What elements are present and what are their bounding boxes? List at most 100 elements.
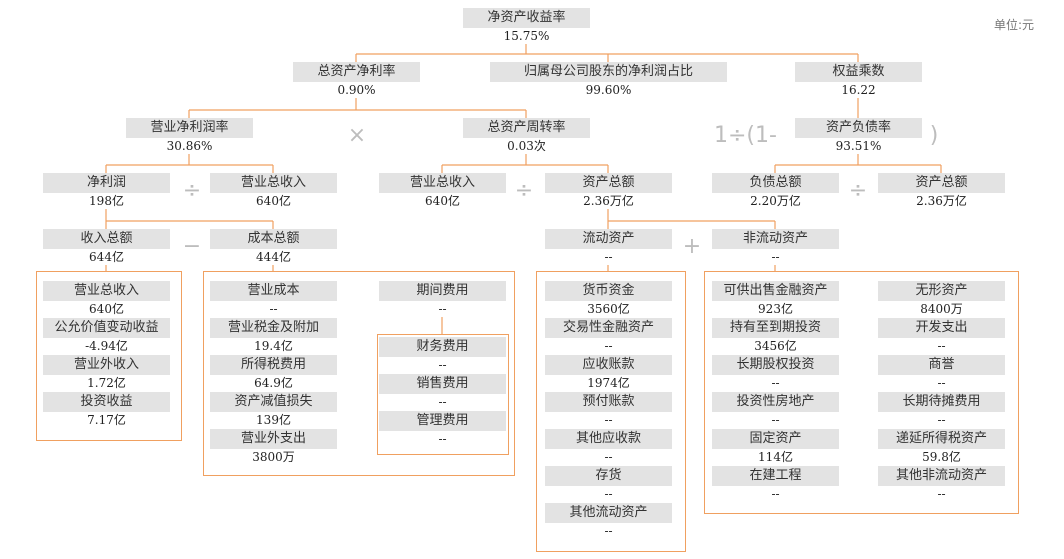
node-ca-prepaid: 预付账款--	[545, 392, 672, 428]
node-inc-invest-value: 7.17亿	[43, 412, 170, 428]
node-op-margin-label: 营业净利润率	[126, 118, 253, 138]
node-cost-impair-label: 资产减值损失	[210, 392, 337, 412]
unit-label: 单位:元	[994, 18, 1035, 32]
node-noncurrent-assets-label: 非流动资产	[712, 229, 839, 249]
node-nca-lteq-label: 长期股权投资	[712, 355, 839, 375]
node-cost-tax-label: 营业税金及附加	[210, 318, 337, 338]
noncurrent-assets-frame	[704, 271, 1019, 514]
node-ca-inventory-value: --	[545, 486, 672, 502]
node-income-total-value: 644亿	[43, 249, 170, 265]
node-nca-dev: 开发支出--	[878, 318, 1005, 354]
node-noncurrent-assets-value: --	[712, 249, 839, 265]
node-current-assets: 流动资产--	[545, 229, 672, 265]
node-ca-trading-value: --	[545, 338, 672, 354]
node-turnover-value: 0.03次	[463, 138, 590, 154]
node-roa-value: 0.90%	[293, 82, 420, 98]
node-sales-exp: 销售费用--	[379, 374, 506, 410]
node-cost-op-label: 营业成本	[210, 281, 337, 301]
node-fin-exp: 财务费用--	[379, 337, 506, 373]
node-ca-prepaid-value: --	[545, 412, 672, 428]
node-nca-invprop-label: 投资性房地产	[712, 392, 839, 412]
node-nca-goodwill: 商誉--	[878, 355, 1005, 391]
node-assets-b-label: 资产总额	[878, 173, 1005, 193]
node-nca-htm-value: 3456亿	[712, 338, 839, 354]
node-liab-total-value: 2.20万亿	[712, 193, 839, 209]
node-nca-fixed-label: 固定资产	[712, 429, 839, 449]
node-cost-tax-value: 19.4亿	[210, 338, 337, 354]
node-ca-receivable-label: 应收账款	[545, 355, 672, 375]
node-ca-inventory: 存货--	[545, 466, 672, 502]
node-nca-goodwill-label: 商誉	[878, 355, 1005, 375]
node-roe-label: 净资产收益率	[463, 8, 590, 28]
node-ca-other-recv: 其他应收款--	[545, 429, 672, 465]
cost-items-frame	[203, 271, 515, 476]
node-sales-exp-label: 销售费用	[379, 374, 506, 394]
node-period-exp: 期间费用--	[379, 281, 506, 317]
node-roe-value: 15.75%	[463, 28, 590, 44]
node-assets-b-value: 2.36万亿	[878, 193, 1005, 209]
node-ca-trading-label: 交易性金融资产	[545, 318, 672, 338]
node-fin-exp-label: 财务费用	[379, 337, 506, 357]
node-period-exp-label: 期间费用	[379, 281, 506, 301]
node-period-exp-value: --	[379, 301, 506, 317]
node-roa-label: 总资产净利率	[293, 62, 420, 82]
node-nca-intang-label: 无形资产	[878, 281, 1005, 301]
node-nca-lteq-value: --	[712, 375, 839, 391]
node-nca-dev-label: 开发支出	[878, 318, 1005, 338]
node-inc-fv-value: -4.94亿	[43, 338, 170, 354]
node-admin-exp-value: --	[379, 431, 506, 447]
divide-operator-debt: ÷	[848, 178, 868, 203]
minus-operator: −	[182, 234, 202, 259]
node-nca-ltpre-label: 长期待摊费用	[878, 392, 1005, 412]
node-nca-intang-value: 8400万	[878, 301, 1005, 317]
node-net-profit-value: 198亿	[43, 193, 170, 209]
node-net-profit-label: 净利润	[43, 173, 170, 193]
node-inc-nonop-label: 营业外收入	[43, 355, 170, 375]
node-parent-share-label: 归属母公司股东的净利润占比	[490, 62, 727, 82]
node-inc-fv: 公允价值变动收益-4.94亿	[43, 318, 170, 354]
node-admin-exp: 管理费用--	[379, 411, 506, 447]
node-ca-prepaid-label: 预付账款	[545, 392, 672, 412]
node-cost-income-tax-value: 64.9亿	[210, 375, 337, 391]
node-nca-cip: 在建工程--	[712, 466, 839, 502]
divide-operator-profit: ÷	[182, 178, 202, 203]
node-cost-nonop-label: 营业外支出	[210, 429, 337, 449]
node-nca-ltpre: 长期待摊费用--	[878, 392, 1005, 428]
node-current-assets-value: --	[545, 249, 672, 265]
node-cost-nonop-value: 3800万	[210, 449, 337, 465]
node-nca-goodwill-value: --	[878, 375, 1005, 391]
node-nca-cip-value: --	[712, 486, 839, 502]
node-nca-ltpre-value: --	[878, 412, 1005, 428]
node-nca-other: 其他非流动资产--	[878, 466, 1005, 502]
node-inc-rev-label: 营业总收入	[43, 281, 170, 301]
node-inc-fv-label: 公允价值变动收益	[43, 318, 170, 338]
node-ca-other-recv-value: --	[545, 449, 672, 465]
node-ca-inventory-label: 存货	[545, 466, 672, 486]
multiply-operator: ×	[347, 123, 367, 148]
node-ca-other: 其他流动资产--	[545, 503, 672, 539]
node-nca-afs-value: 923亿	[712, 301, 839, 317]
node-revenue-b-value: 640亿	[379, 193, 506, 209]
node-nca-other-value: --	[878, 486, 1005, 502]
